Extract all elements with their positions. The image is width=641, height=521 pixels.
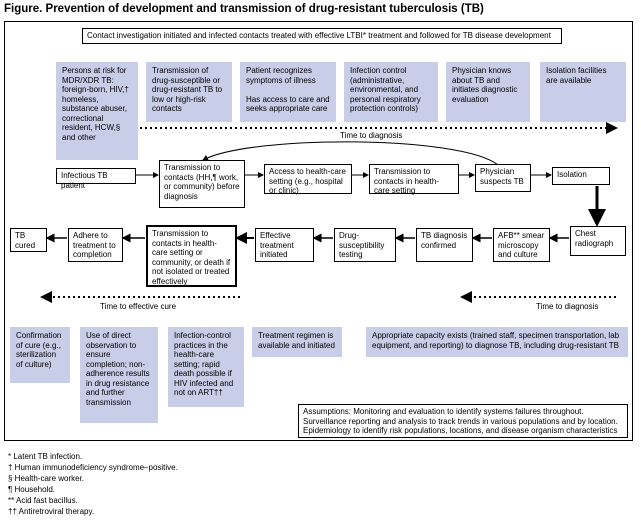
flow-tb-diagnosis-confirmed: TB diagnosis confirmed bbox=[416, 228, 473, 262]
banner-text: Contact investigation initiated and infe… bbox=[87, 31, 551, 40]
bottom-box-confirmation: Confirmation of cure (e.g., sterilizatio… bbox=[10, 327, 70, 383]
bottom-box-treatment-regimen: Treatment regimen is available and initi… bbox=[252, 327, 342, 357]
risk-box-isolation-facilities: Isolation facilities are available bbox=[540, 62, 626, 122]
flow-chest-radiograph: Chest radiograph bbox=[570, 226, 626, 256]
bottom-box-infection-control: Infection-control practices in the healt… bbox=[168, 327, 244, 407]
footnote-hcw: § Health-care worker. bbox=[8, 474, 85, 483]
bottom-text: Confirmation of cure (e.g., sterilizatio… bbox=[16, 331, 62, 369]
risk-box-transmission: Transmission of drug-susceptible or drug… bbox=[146, 62, 232, 122]
risk-text: Physician knows about TB and initiates d… bbox=[452, 66, 518, 104]
time-to-cure-label: Time to effective cure bbox=[100, 302, 177, 311]
flow-access-health-care: Access to health-care setting (e.g., hos… bbox=[264, 164, 352, 195]
bottom-text: Appropriate capacity exists (trained sta… bbox=[372, 331, 620, 350]
assumptions-box: Assumptions: Monitoring and evaluation t… bbox=[298, 404, 628, 438]
contact-investigation-banner: Contact investigation initiated and infe… bbox=[82, 28, 562, 44]
diagram-frame bbox=[4, 21, 633, 441]
flow-text: Access to health-care setting (e.g., hos… bbox=[269, 167, 346, 195]
bottom-text: Treatment regimen is available and initi… bbox=[258, 331, 335, 350]
flow-text: TB diagnosis confirmed bbox=[421, 231, 468, 250]
footnote-hiv: † Human immunodeficiency syndrome–positi… bbox=[8, 463, 178, 472]
risk-text: Isolation facilities are available bbox=[546, 66, 607, 85]
footnote-art: †† Antiretroviral therapy. bbox=[8, 507, 95, 516]
flow-text: Transmission to contacts (HH,¶ work, or … bbox=[164, 163, 240, 201]
flow-text: Adhere to treatment to completion bbox=[73, 231, 116, 259]
risk-text: Transmission of drug-susceptible or drug… bbox=[152, 66, 223, 113]
footnote-afb: ** Acid fast bacillus. bbox=[8, 496, 78, 505]
flow-effective-treatment: Effective treatment initiated bbox=[255, 228, 314, 262]
flow-text: Transmission to contacts in health-care … bbox=[152, 229, 231, 286]
flow-transmission-health-care: Transmission to contacts in health-care … bbox=[369, 164, 459, 195]
assumptions-text: Assumptions: Monitoring and evaluation t… bbox=[303, 407, 618, 435]
flow-text: Isolation bbox=[557, 170, 587, 179]
risk-text: Infection control (administrative, envir… bbox=[350, 66, 421, 113]
flow-text: Physician suspects TB bbox=[480, 167, 524, 186]
flow-tb-cured: TB cured bbox=[10, 228, 47, 252]
flow-text: Chest radiograph bbox=[575, 229, 614, 248]
flow-text: Infectious TB patient bbox=[61, 171, 108, 190]
flow-adhere-treatment: Adhere to treatment to completion bbox=[68, 228, 123, 262]
bottom-box-capacity: Appropriate capacity exists (trained sta… bbox=[366, 327, 628, 357]
flow-transmission-death: Transmission to contacts in health-care … bbox=[146, 225, 237, 287]
flow-text: Drug-susceptibility testing bbox=[339, 231, 385, 259]
bottom-text: Use of direct observation to ensure comp… bbox=[86, 331, 150, 407]
flow-infectious-patient: Infectious TB patient bbox=[56, 168, 136, 190]
flow-text: TB cured bbox=[15, 231, 36, 250]
risk-box-persons-at-risk: Persons at risk for MDR/XDR TB: foreign-… bbox=[56, 62, 138, 160]
curved-arrow bbox=[202, 141, 499, 166]
risk-text: Patient recognizes symptoms of illness H… bbox=[246, 66, 330, 113]
flow-transmission-contacts: Transmission to contacts (HH,¶ work, or … bbox=[159, 160, 245, 208]
flow-afb-smear: AFB** smear microscopy and culture bbox=[493, 228, 550, 262]
flow-physician-suspects: Physician suspects TB bbox=[475, 164, 531, 192]
flow-text: Transmission to contacts in health-care … bbox=[374, 167, 439, 195]
risk-box-patient-recognizes: Patient recognizes symptoms of illness H… bbox=[240, 62, 336, 122]
risk-box-infection-control: Infection control (administrative, envir… bbox=[344, 62, 438, 122]
time-to-diagnosis-top-label: Time to diagnosis bbox=[340, 131, 403, 140]
footnote-ltbi: * Latent TB infection. bbox=[8, 452, 83, 461]
flow-text: Effective treatment initiated bbox=[260, 231, 294, 259]
bottom-box-direct-observation: Use of direct observation to ensure comp… bbox=[80, 327, 158, 423]
risk-box-physician-knows: Physician knows about TB and initiates d… bbox=[446, 62, 530, 122]
flow-text: AFB** smear microscopy and culture bbox=[498, 231, 545, 259]
time-to-diagnosis-bottom-label: Time to diagnosis bbox=[536, 302, 599, 311]
bottom-text: Infection-control practices in the healt… bbox=[174, 331, 234, 397]
figure-title: Figure. Prevention of development and tr… bbox=[4, 3, 484, 15]
flow-isolation: Isolation bbox=[552, 167, 610, 185]
risk-text: Persons at risk for MDR/XDR TB: foreign-… bbox=[62, 66, 129, 142]
flow-drug-susceptibility: Drug-susceptibility testing bbox=[334, 228, 396, 262]
footnote-household: ¶ Household. bbox=[8, 485, 55, 494]
